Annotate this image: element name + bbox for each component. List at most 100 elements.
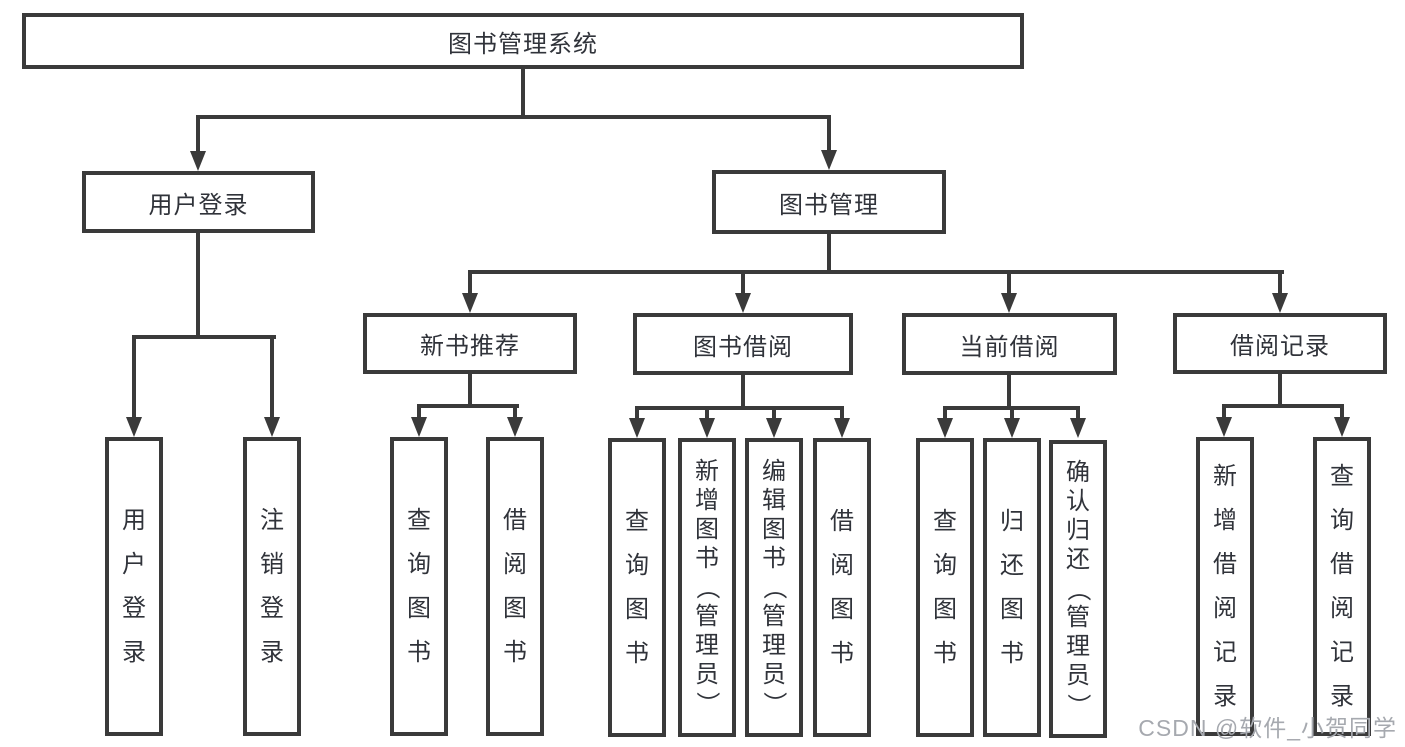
node-label-char: 增 <box>1213 506 1237 534</box>
node-label-char: 书 <box>503 638 527 666</box>
node-label-char: 员 <box>762 660 786 688</box>
connector-line <box>521 69 525 117</box>
node-label: 图书管理系统 <box>448 30 598 58</box>
node-label-char: 询 <box>407 550 431 578</box>
node-label-char: 图 <box>695 515 719 543</box>
node-label-char: （ <box>1065 577 1092 601</box>
connector-line <box>468 374 472 408</box>
node-label-char: 查 <box>933 507 957 535</box>
node-label-char: 借 <box>1213 550 1237 578</box>
node-label-char: 还 <box>1000 551 1024 579</box>
node-label-char: 询 <box>933 551 957 579</box>
arrowhead-down-icon <box>411 417 427 437</box>
connector-line <box>196 115 200 155</box>
connector-line <box>772 406 776 420</box>
connector-line <box>196 233 200 337</box>
connector-line <box>1340 404 1344 419</box>
node-label-char: ） <box>1065 693 1092 717</box>
node-label-char: 理 <box>695 631 719 659</box>
arrowhead-down-icon <box>1004 418 1020 438</box>
arrowhead-down-icon <box>629 418 645 438</box>
node-label-char: 登 <box>122 594 146 622</box>
node-label: 图书借阅 <box>693 333 793 361</box>
node-v-borrow-book-1: 借阅图书 <box>486 437 544 736</box>
arrowhead-down-icon <box>1272 293 1288 313</box>
node-label-char: （ <box>761 575 788 600</box>
connector-line <box>827 234 831 274</box>
connector-line <box>132 335 136 419</box>
connector-line <box>705 406 709 420</box>
connector-line <box>943 406 947 420</box>
connector-line <box>1222 404 1344 408</box>
node-label-char: 确 <box>1066 459 1090 486</box>
node-label: 当前借阅 <box>959 333 1060 361</box>
node-label-char: 记 <box>1330 638 1354 666</box>
connector-line <box>1278 270 1282 295</box>
node-label-char: 书 <box>830 639 854 667</box>
node-label-char: 管 <box>695 602 719 630</box>
node-label-char: 销 <box>260 550 284 578</box>
node-current-borrow: 当前借阅 <box>902 313 1117 375</box>
node-label-char: 理 <box>762 631 786 659</box>
node-v-add-record: 新增借阅记录 <box>1196 437 1254 736</box>
node-label-char: 户 <box>122 550 146 578</box>
node-label-char: 图 <box>1000 595 1024 623</box>
node-v-query-book-3: 查询图书 <box>916 438 974 737</box>
arrowhead-down-icon <box>735 293 751 313</box>
node-label-char: 理 <box>1066 633 1090 660</box>
node-label: 新书推荐 <box>420 333 520 360</box>
connector-line <box>1278 374 1282 406</box>
node-label-char: 书 <box>762 544 786 572</box>
node-book-mgmt: 图书管理 <box>712 170 946 234</box>
node-label-char: 图 <box>625 595 649 623</box>
node-label-char: 归 <box>1066 517 1090 544</box>
node-label-char: 录 <box>122 638 146 666</box>
connector-line <box>1007 375 1011 408</box>
node-label-char: 书 <box>933 639 957 667</box>
arrowhead-down-icon <box>126 417 142 437</box>
node-label-char: 归 <box>1000 507 1024 535</box>
node-label-char: 阅 <box>1330 594 1354 622</box>
node-label-char: 新 <box>695 457 719 485</box>
node-label-char: 还 <box>1066 546 1090 573</box>
node-label-char: （ <box>694 575 721 600</box>
node-label-char: 图 <box>830 595 854 623</box>
node-label-char: 记 <box>1213 638 1237 666</box>
connector-line <box>827 115 831 155</box>
node-label-char: 借 <box>503 506 527 534</box>
node-label-char: 阅 <box>830 551 854 579</box>
node-label: 用户登录 <box>148 191 249 219</box>
node-label-char: 录 <box>1213 682 1237 710</box>
node-v-return-book: 归还图书 <box>983 438 1041 737</box>
connector-line <box>741 270 745 295</box>
node-v-user-login: 用户登录 <box>105 437 163 736</box>
node-label: 借阅记录 <box>1230 333 1330 360</box>
node-label-char: 借 <box>830 507 854 535</box>
connector-line <box>417 404 519 408</box>
node-label-char: 注 <box>260 506 284 534</box>
arrowhead-down-icon <box>834 418 850 438</box>
node-root: 图书管理系统 <box>22 13 1024 69</box>
arrowhead-down-icon <box>1216 417 1232 437</box>
node-label-char: 图 <box>407 594 431 622</box>
node-book-borrow: 图书借阅 <box>633 313 853 375</box>
node-label-char: 查 <box>407 506 431 534</box>
node-label-char: 图 <box>503 594 527 622</box>
connector-line <box>468 270 472 295</box>
node-label-char: 书 <box>1000 639 1024 667</box>
node-label-char: 认 <box>1066 488 1090 515</box>
arrowhead-down-icon <box>766 418 782 438</box>
connector-line <box>741 375 745 408</box>
node-label-char: 录 <box>260 638 284 666</box>
arrowhead-down-icon <box>699 418 715 438</box>
arrowhead-down-icon <box>1334 417 1350 437</box>
arrowhead-down-icon <box>462 293 478 313</box>
node-label-char: 图 <box>762 515 786 543</box>
connector-line <box>635 406 844 410</box>
connector-line <box>840 406 844 420</box>
node-label-char: ） <box>761 691 788 716</box>
node-label-char: 借 <box>1330 550 1354 578</box>
node-label-char: 阅 <box>1213 594 1237 622</box>
node-label-char: 书 <box>625 639 649 667</box>
